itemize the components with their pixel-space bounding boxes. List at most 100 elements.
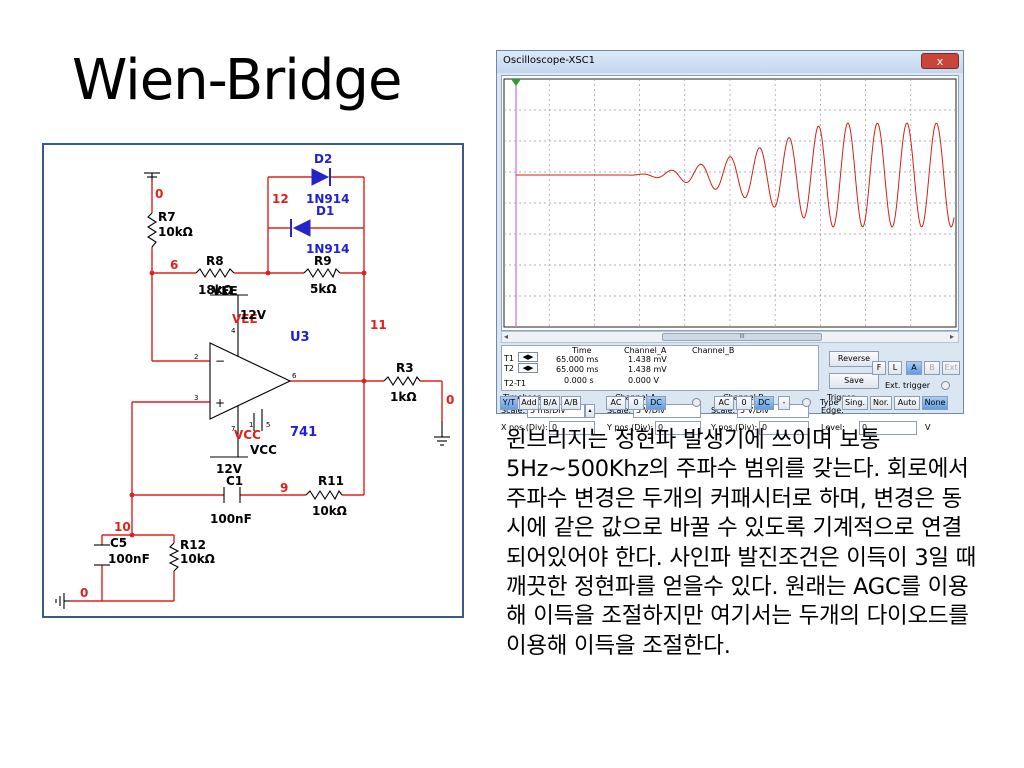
pin-1: 1 bbox=[249, 421, 253, 429]
vcc-label: VCC bbox=[250, 443, 277, 457]
time-header: Time bbox=[572, 346, 592, 355]
trigger-edge-anchor bbox=[872, 402, 962, 403]
diodes bbox=[290, 168, 331, 237]
channel-b-dc-button[interactable]: DC bbox=[754, 396, 774, 410]
c5-name: C5 bbox=[110, 536, 127, 550]
channel-a-trace bbox=[516, 122, 955, 228]
scope-grid bbox=[504, 79, 956, 327]
components bbox=[55, 172, 450, 609]
description-text: 윈브리지는 정현파 발생기에 쓰이며 보통 5Hz~500Khz의 주파수 범위… bbox=[506, 427, 976, 659]
xpos-field[interactable]: 0 bbox=[549, 421, 595, 435]
ext-trigger-label: Ext. trigger bbox=[885, 381, 931, 390]
type-none-button[interactable]: None bbox=[922, 396, 948, 410]
noninverting-input-sign: + bbox=[215, 396, 225, 410]
d2-model: 1N914 bbox=[306, 192, 349, 206]
t1-time: 65.000 ms bbox=[556, 355, 599, 364]
red-wires bbox=[70, 176, 443, 602]
pin-3: 3 bbox=[194, 394, 198, 402]
d2-name: D2 bbox=[314, 152, 332, 166]
trigger-source-ext-button[interactable]: Ext bbox=[942, 361, 960, 375]
node-label-12: 12 bbox=[272, 192, 289, 206]
level-label: Level: bbox=[821, 423, 845, 432]
add-button[interactable]: Add bbox=[519, 396, 539, 410]
trigger-source-a-button[interactable]: A bbox=[906, 361, 922, 375]
reverse-button[interactable]: Reverse bbox=[829, 351, 879, 367]
edge-rising-button[interactable]: F bbox=[872, 361, 886, 375]
ab-button[interactable]: A/B bbox=[561, 396, 581, 410]
circuit-diagram: 0 12 6 11 9 10 0 0 D2 1N914 D1 1N914 R7 … bbox=[55, 152, 454, 609]
channel-b-zero-button[interactable]: 0 bbox=[736, 396, 752, 410]
channel-a-ac-button[interactable]: AC bbox=[606, 396, 626, 410]
scope-titlebar[interactable]: Oscilloscope-XSC1 x bbox=[497, 51, 963, 73]
edge-falling-button[interactable]: L bbox=[888, 361, 902, 375]
t2-arrows-button[interactable]: ◀▶ bbox=[518, 363, 538, 373]
t2t1-label: T2-T1 bbox=[504, 379, 527, 388]
type-normal-button[interactable]: Nor. bbox=[870, 396, 892, 410]
level-unit: V bbox=[925, 423, 931, 432]
c5-value: 100nF bbox=[108, 552, 150, 566]
scope-button-row: Y/T Add B/A A/B AC 0 DC AC 0 DC - Type S… bbox=[496, 392, 964, 414]
yt-button[interactable]: Y/T bbox=[500, 396, 518, 410]
r7-name: R7 bbox=[158, 210, 176, 224]
channel-b-ac-button[interactable]: AC bbox=[714, 396, 734, 410]
type-single-button[interactable]: Sing. bbox=[842, 396, 868, 410]
channel-b-ypos-field[interactable]: 0 bbox=[759, 421, 809, 435]
r8-name: R8 bbox=[206, 254, 224, 268]
u3-model: 741 bbox=[290, 425, 317, 440]
level-field[interactable]: 0 bbox=[859, 421, 917, 435]
type-auto-button[interactable]: Auto bbox=[894, 396, 920, 410]
r8-value: 18kΩ bbox=[198, 283, 233, 297]
u3-name: U3 bbox=[290, 330, 310, 345]
pin-5: 5 bbox=[266, 421, 270, 429]
c1-name: C1 bbox=[226, 474, 243, 488]
type-label: Type bbox=[820, 398, 839, 407]
close-button[interactable]: x bbox=[921, 53, 959, 69]
c1-value: 100nF bbox=[210, 512, 252, 526]
d1-model: 1N914 bbox=[306, 242, 349, 256]
t2-channel-a: 1.438 mV bbox=[628, 365, 667, 374]
channel-a-ypos-field[interactable]: 0 bbox=[655, 421, 701, 435]
t1-channel-a: 1.438 mV bbox=[628, 355, 667, 364]
node-label-6: 6 bbox=[170, 258, 178, 272]
r3-value: 1kΩ bbox=[390, 390, 417, 404]
node-label-11: 11 bbox=[370, 318, 387, 332]
scope-screen bbox=[501, 75, 959, 331]
r11-name: R11 bbox=[318, 474, 344, 488]
r7-value: 10kΩ bbox=[158, 225, 193, 239]
scope-waveform-display bbox=[503, 78, 957, 328]
trigger-source-b-button[interactable]: B bbox=[924, 361, 940, 375]
oscilloscope-window[interactable]: Oscilloscope-XSC1 x ◂ III ▸ T1 T2 T2-T1 … bbox=[496, 50, 964, 435]
channel-b-radio[interactable] bbox=[802, 398, 811, 407]
r3-name: R3 bbox=[396, 361, 414, 375]
trigger-title: Trigger bbox=[827, 393, 855, 402]
node-label-0-top: 0 bbox=[155, 187, 163, 201]
r12-value: 10kΩ bbox=[180, 552, 215, 566]
edge-label: Edge: bbox=[821, 406, 844, 415]
save-button[interactable]: Save bbox=[829, 373, 879, 389]
scroll-left-arrow-icon[interactable]: ◂ bbox=[504, 332, 509, 341]
channel-a-zero-button[interactable]: 0 bbox=[628, 396, 644, 410]
channel-a-scale-label: Scale: bbox=[607, 406, 632, 415]
channel-a-radio[interactable] bbox=[692, 398, 701, 407]
scope-title: Oscilloscope-XSC1 bbox=[503, 55, 596, 66]
horizontal-scrollbar[interactable]: ◂ III ▸ bbox=[501, 331, 959, 343]
channel-a-dc-button[interactable]: DC bbox=[646, 396, 666, 410]
r12-name: R12 bbox=[180, 538, 206, 552]
scroll-right-arrow-icon[interactable]: ▸ bbox=[950, 332, 955, 341]
channel-b-header: Channel_B bbox=[692, 346, 735, 355]
scrollbar-thumb[interactable]: III bbox=[662, 333, 822, 341]
r9-value: 5kΩ bbox=[310, 282, 337, 296]
timebase-spinner-button[interactable]: ▴ bbox=[585, 404, 595, 418]
vcc-voltage: 12V bbox=[216, 462, 243, 476]
channel-b-scale-label: Scale: bbox=[711, 406, 736, 415]
delta-channel-a: 0.000 V bbox=[628, 376, 659, 385]
ba-button[interactable]: B/A bbox=[540, 396, 560, 410]
slide-title: Wien-Bridge bbox=[72, 48, 402, 113]
ext-trigger-radio[interactable] bbox=[941, 381, 950, 390]
t1-arrows-button[interactable]: ◀▶ bbox=[518, 352, 538, 362]
vee-voltage: 12V bbox=[240, 308, 267, 322]
pin-6: 6 bbox=[292, 372, 297, 380]
inverting-input-sign: − bbox=[215, 354, 225, 368]
t2-time: 65.000 ms bbox=[556, 365, 599, 374]
channel-b-minus-button[interactable]: - bbox=[778, 396, 790, 410]
